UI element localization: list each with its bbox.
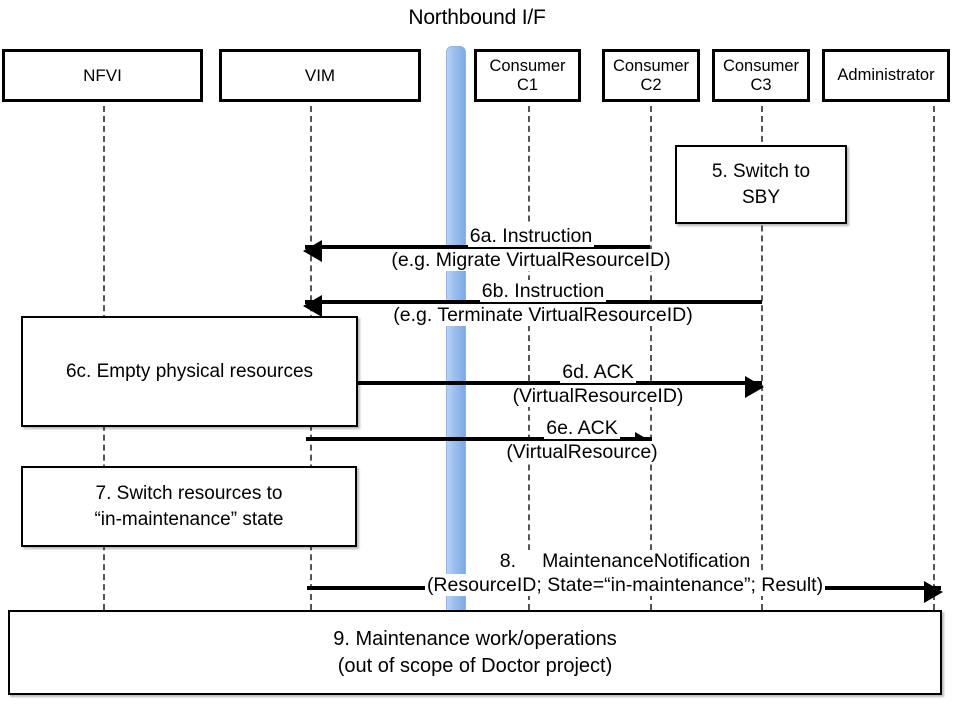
actor-box-nfvi[interactable]: NFVI: [2, 49, 203, 102]
actor-box-consumer-c2[interactable]: Consumer C2: [602, 49, 700, 102]
message-label-6b: 6b. Instruction (e.g. Terminate VirtualR…: [367, 280, 719, 328]
diagram-title: Northbound I/F: [408, 6, 546, 29]
message-8-line2: (ResourceID; State=“in-maintenance”; Res…: [424, 573, 826, 596]
note-7-line2: “in-maintenance” state: [94, 508, 284, 530]
lifeline-c1: [528, 106, 530, 610]
actor-label-c3-line1: Consumer: [722, 57, 800, 76]
note-switch-to-sby-line1: 5. Switch to: [711, 160, 811, 182]
actor-label-c1-line1: Consumer: [489, 57, 566, 76]
message-6d-line1: 6d. ACK: [560, 361, 636, 383]
message-8-line1-name: MaintenanceNotification: [542, 550, 751, 572]
actor-box-administrator[interactable]: Administrator: [822, 49, 950, 102]
message-6a-line2: (e.g. Migrate VirtualResourceID): [389, 248, 673, 271]
message-label-6e: 6e. ACK (VirtualResource): [487, 417, 677, 465]
message-6b-line1: 6b. Instruction: [479, 280, 607, 302]
actor-label-vim: VIM: [304, 65, 336, 85]
northbound-interface-bar: [446, 46, 466, 618]
actor-box-consumer-c3[interactable]: Consumer C3: [712, 49, 810, 102]
lifeline-admin: [933, 106, 935, 610]
actor-label-administrator: Administrator: [837, 66, 935, 85]
message-label-8: 8. MaintenanceNotification (ResourceID; S…: [390, 550, 860, 598]
note-9-line1: 9. Maintenance work/operations: [333, 627, 617, 650]
message-label-6d: 6d. ACK (VirtualResourceID): [483, 361, 713, 409]
lifeline-c3: [761, 106, 763, 610]
actor-label-nfvi: NFVI: [83, 65, 122, 85]
message-label-6a: 6a. Instruction (e.g. Migrate VirtualRes…: [356, 225, 706, 273]
actor-label-c3-line2: C3: [750, 75, 772, 94]
actor-label-c2-line2: C2: [640, 75, 662, 94]
arrow-6a-instruction: [303, 240, 650, 262]
actor-label-c2-line1: Consumer: [612, 57, 690, 76]
note-6c-line1: 6c. Empty physical resources: [65, 360, 314, 382]
lifeline-c2: [650, 106, 652, 610]
note-box-maintenance-work[interactable]: 9. Maintenance work/operations (out of s…: [8, 610, 942, 695]
message-6e-line1: 6e. ACK: [544, 417, 620, 439]
message-8-line1-number: 8.: [499, 550, 517, 572]
note-box-switch-to-sby[interactable]: 5. Switch to SBY: [675, 145, 847, 224]
arrow-6d-ack: [358, 376, 764, 398]
actor-box-consumer-c1[interactable]: Consumer C1: [474, 49, 581, 102]
note-box-switch-resources-in-maintenance[interactable]: 7. Switch resources to “in-maintenance” …: [21, 466, 357, 547]
note-9-line2: (out of scope of Doctor project): [337, 654, 613, 677]
actor-box-vim[interactable]: VIM: [219, 49, 421, 102]
message-6e-line2: (VirtualResource): [504, 440, 660, 463]
message-6a-line1: 6a. Instruction: [467, 225, 595, 247]
arrow-6b-instruction: [303, 295, 762, 317]
note-7-line1: 7. Switch resources to: [95, 482, 283, 504]
message-6b-line2: (e.g. Terminate VirtualResourceID): [391, 303, 695, 326]
actor-label-c1-line2: C1: [516, 75, 539, 94]
message-6d-line2: (VirtualResourceID): [510, 384, 686, 407]
note-switch-to-sby-line2: SBY: [741, 186, 781, 208]
note-box-empty-physical-resources[interactable]: 6c. Empty physical resources: [21, 316, 358, 427]
